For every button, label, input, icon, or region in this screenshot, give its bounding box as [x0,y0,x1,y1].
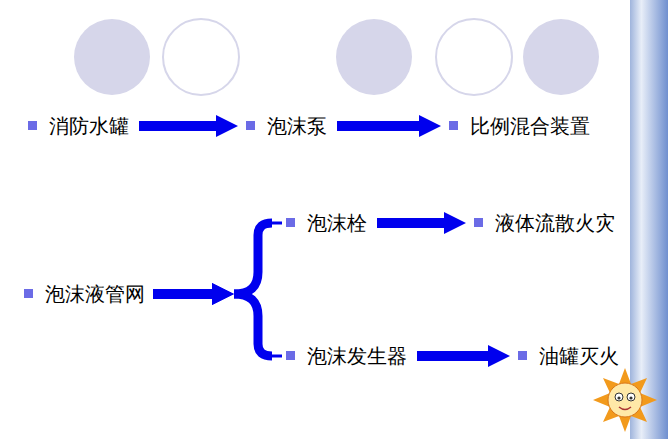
flow-item: 泡沫泵 [246,114,327,138]
deco-circle [336,19,412,95]
flow-item: 泡沫液管网 [24,282,145,306]
bullet-square [286,351,295,360]
flow-item: 液体流散火灾 [474,211,615,235]
smiley-icon [593,368,657,432]
bullet-square [28,121,37,130]
flow-item: 泡沫栓 [286,211,367,235]
flow-item: 消防水罐 [28,114,129,138]
bullet-square [449,121,458,130]
item-label: 泡沫液管网 [45,282,145,306]
item-label: 泡沫发生器 [307,344,407,368]
item-label: 消防水罐 [49,114,129,138]
deco-circle [436,19,512,95]
flow-arrow [153,283,282,356]
flow-arrow [139,115,238,137]
item-label: 油罐灭火 [539,344,619,368]
bullet-square [286,218,295,227]
bullet-square [24,289,33,298]
deco-circle [163,19,239,95]
flow-item: 油罐灭火 [518,344,619,368]
flow-arrow [377,212,466,234]
item-label: 比例混合装置 [470,114,590,138]
deco-circle [74,19,150,95]
item-label: 液体流散火灾 [495,211,615,235]
flow-item: 比例混合装置 [449,114,590,138]
item-label: 泡沫泵 [267,114,327,138]
flow-arrow [337,115,441,137]
bullet-square [474,218,483,227]
item-label: 泡沫栓 [307,211,367,235]
side-bar [630,0,668,439]
deco-circle [523,19,599,95]
bullet-square [518,351,527,360]
bullet-square [246,121,255,130]
flow-arrow [153,223,282,305]
flow-item: 泡沫发生器 [286,344,407,368]
flow-arrow [417,345,510,367]
